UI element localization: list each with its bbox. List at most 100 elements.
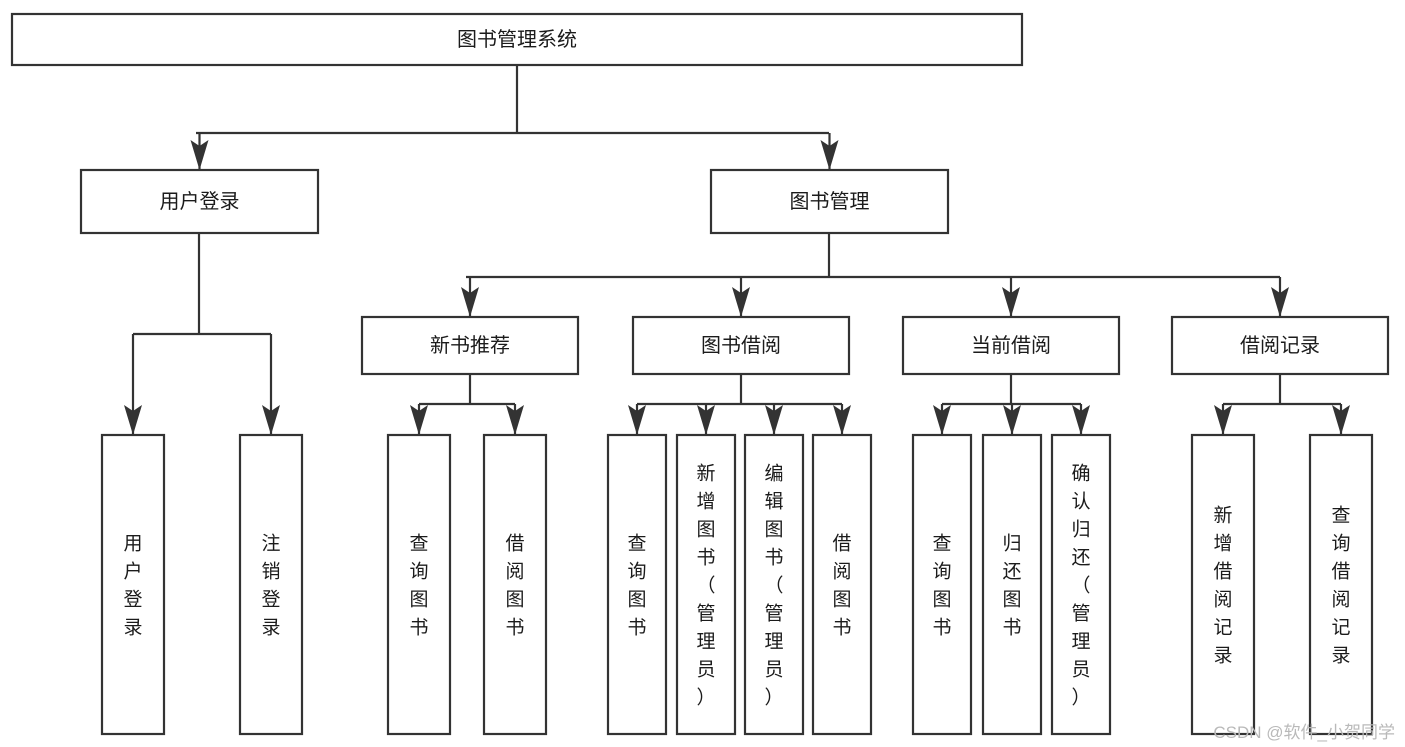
edges-layer bbox=[124, 65, 1350, 435]
node-box bbox=[1050, 433, 1112, 736]
node-label: 借阅记录 bbox=[1240, 334, 1320, 357]
arrow-head-icon bbox=[765, 405, 783, 435]
node-box bbox=[1190, 433, 1256, 736]
node-box bbox=[811, 433, 873, 736]
edge-l2_borrow-to-leaf_bo_add bbox=[697, 404, 715, 435]
node-label: 借阅图书 bbox=[505, 533, 524, 639]
node-box bbox=[1308, 433, 1374, 736]
arrow-head-icon bbox=[461, 287, 479, 317]
node-leaf-cur-query[interactable]: 查询图书 bbox=[911, 433, 973, 736]
node-label: 查询图书 bbox=[627, 533, 646, 639]
edge-l2_newbook-to-leaf_new_borrow bbox=[506, 404, 524, 435]
connector-record-leaf-bus bbox=[1223, 374, 1341, 406]
node-box bbox=[675, 433, 737, 736]
node-label: 当前借阅 bbox=[971, 334, 1051, 357]
node-label: 图书借阅 bbox=[701, 334, 781, 357]
edge-l1_book-to-l2_record bbox=[1271, 277, 1289, 317]
arrow-head-icon bbox=[820, 140, 839, 170]
node-label: 用户登录 bbox=[160, 190, 240, 213]
node-label: 查询图书 bbox=[409, 533, 428, 639]
node-box bbox=[238, 433, 304, 736]
arrow-head-icon bbox=[506, 405, 524, 435]
arrow-head-icon bbox=[1072, 405, 1090, 435]
edge-l2_borrow-to-leaf_bo_borrow bbox=[833, 404, 851, 435]
node-leaf-bo-query[interactable]: 查询图书 bbox=[606, 433, 668, 736]
node-label: 新书推荐 bbox=[430, 334, 510, 357]
connector-current-leaf-bus bbox=[942, 374, 1081, 406]
node-l1-book[interactable]: 图书管理 bbox=[709, 168, 950, 235]
arrow-head-icon bbox=[1214, 405, 1232, 435]
node-l1-user[interactable]: 用户登录 bbox=[79, 168, 320, 235]
node-box bbox=[10, 12, 1024, 67]
edge-l2_record-to-leaf_rec_add bbox=[1214, 404, 1232, 435]
connector-book-bus bbox=[466, 233, 1280, 279]
node-label: 用户登录 bbox=[123, 534, 142, 639]
node-leaf-cur-return[interactable]: 归还图书 bbox=[981, 433, 1043, 736]
edge-l2_newbook-to-leaf_new_query bbox=[410, 404, 428, 435]
node-leaf-cur-confirm[interactable]: 确认归还（管理员） bbox=[1050, 433, 1112, 736]
node-box bbox=[743, 433, 805, 736]
node-label: 查询借阅记录 bbox=[1331, 505, 1350, 667]
node-label: 借阅图书 bbox=[832, 533, 851, 639]
edge-l1_book-to-l2_newbook bbox=[461, 277, 479, 317]
node-leaf-bo-edit[interactable]: 编辑图书（管理员） bbox=[743, 433, 805, 736]
connector-user-leaf-bus bbox=[133, 233, 271, 336]
node-label: 新增图书（管理员） bbox=[696, 463, 715, 709]
node-l2-current[interactable]: 当前借阅 bbox=[901, 315, 1121, 376]
node-l2-record[interactable]: 借阅记录 bbox=[1170, 315, 1390, 376]
edge-l1_user-to-leaf_user_logout bbox=[262, 334, 280, 435]
edge-root-to-l1_book bbox=[820, 133, 839, 170]
node-box bbox=[606, 433, 668, 736]
node-box bbox=[386, 433, 452, 736]
connector-root-bus bbox=[196, 65, 829, 135]
arrow-head-icon bbox=[262, 405, 280, 435]
node-box bbox=[100, 433, 166, 736]
arrow-head-icon bbox=[1271, 287, 1289, 317]
node-l2-newbook[interactable]: 新书推荐 bbox=[360, 315, 580, 376]
csdn-watermark: CSDN @软件_小贺同学 bbox=[1213, 723, 1395, 742]
edge-l2_current-to-leaf_cur_return bbox=[1003, 404, 1021, 435]
connector-borrow-leaf-bus bbox=[637, 374, 842, 406]
arrow-head-icon bbox=[732, 287, 750, 317]
arrow-head-icon bbox=[124, 405, 142, 435]
node-leaf-rec-add[interactable]: 新增借阅记录 bbox=[1190, 433, 1256, 736]
edge-l1_book-to-l2_borrow bbox=[732, 277, 750, 317]
node-leaf-bo-borrow[interactable]: 借阅图书 bbox=[811, 433, 873, 736]
node-leaf-bo-add[interactable]: 新增图书（管理员） bbox=[675, 433, 737, 736]
node-l2-borrow[interactable]: 图书借阅 bbox=[631, 315, 851, 376]
node-box bbox=[631, 315, 851, 376]
arrow-head-icon bbox=[410, 405, 428, 435]
connector-newbook-leaf-bus bbox=[419, 374, 515, 406]
edge-l2_current-to-leaf_cur_query bbox=[933, 404, 951, 435]
node-box bbox=[482, 433, 548, 736]
arrow-head-icon bbox=[833, 405, 851, 435]
edge-l2_current-to-leaf_cur_confirm bbox=[1072, 404, 1090, 435]
arrow-head-icon bbox=[628, 405, 646, 435]
arrow-head-icon bbox=[1002, 287, 1020, 317]
node-label: 图书管理 bbox=[790, 190, 870, 213]
nodes-layer: 图书管理系统用户登录图书管理新书推荐图书借阅当前借阅借阅记录用户登录注销登录查询… bbox=[10, 12, 1390, 736]
node-box bbox=[79, 168, 320, 235]
node-label: 新增借阅记录 bbox=[1213, 505, 1232, 667]
arrow-head-icon bbox=[1332, 405, 1350, 435]
edge-l1_book-to-l2_current bbox=[1002, 277, 1020, 317]
node-leaf-user-logout[interactable]: 注销登录 bbox=[238, 433, 304, 736]
node-leaf-user-login[interactable]: 用户登录 bbox=[100, 433, 166, 736]
node-leaf-new-borrow[interactable]: 借阅图书 bbox=[482, 433, 548, 736]
node-leaf-new-query[interactable]: 查询图书 bbox=[386, 433, 452, 736]
edge-l2_record-to-leaf_rec_query bbox=[1332, 404, 1350, 435]
node-box bbox=[911, 433, 973, 736]
node-box bbox=[709, 168, 950, 235]
arrow-head-icon bbox=[697, 405, 715, 435]
node-label: 图书管理系统 bbox=[457, 28, 577, 51]
node-box bbox=[901, 315, 1121, 376]
node-root[interactable]: 图书管理系统 bbox=[10, 12, 1024, 67]
arrow-head-icon bbox=[190, 140, 209, 170]
arrow-head-icon bbox=[933, 405, 951, 435]
node-box bbox=[981, 433, 1043, 736]
edge-l2_borrow-to-leaf_bo_edit bbox=[765, 404, 783, 435]
node-leaf-rec-query[interactable]: 查询借阅记录 bbox=[1308, 433, 1374, 736]
edge-root-to-l1_user bbox=[190, 133, 209, 170]
